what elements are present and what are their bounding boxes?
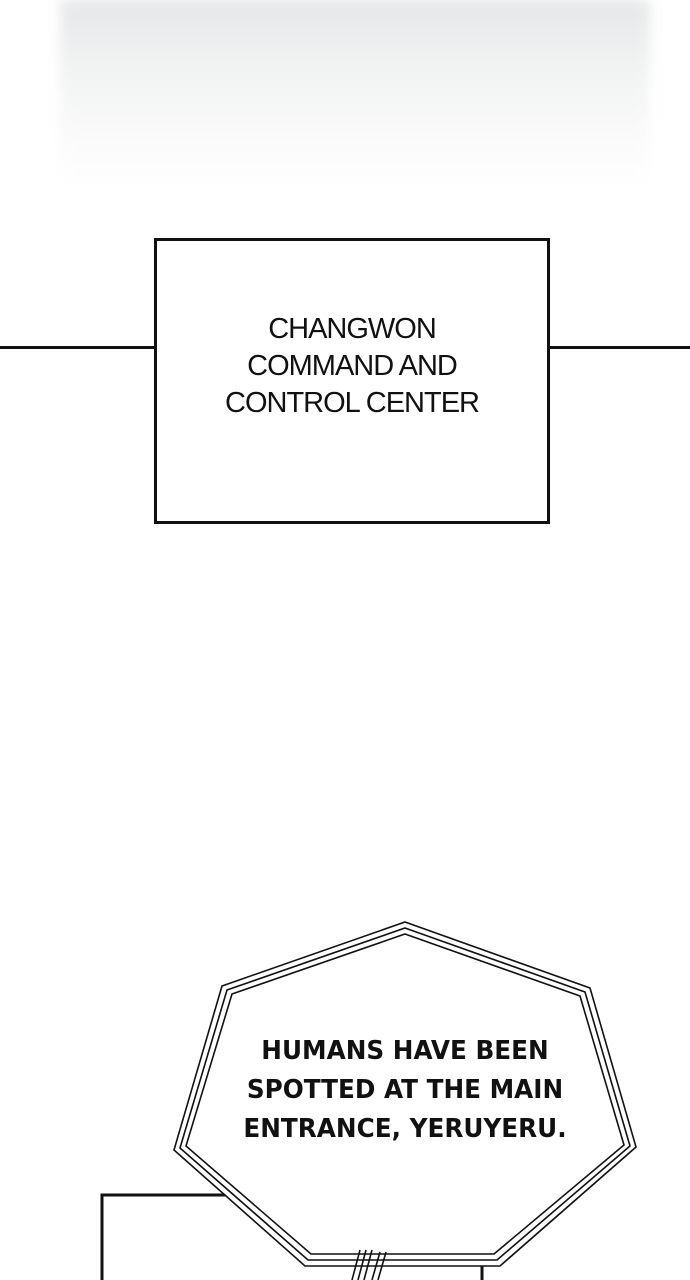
panel-border	[100, 1193, 237, 1280]
connector-line-left	[0, 346, 156, 349]
speech-bubble-text: HUMANS HAVE BEEN SPOTTED AT THE MAIN ENT…	[243, 1036, 567, 1144]
location-caption-text: CHANGWON COMMAND AND CONTROL CENTER	[225, 312, 480, 419]
blurred-background-art	[60, 0, 650, 190]
location-caption-box: CHANGWON COMMAND AND CONTROL CENTER	[154, 238, 550, 524]
connector-line-right	[546, 346, 690, 349]
